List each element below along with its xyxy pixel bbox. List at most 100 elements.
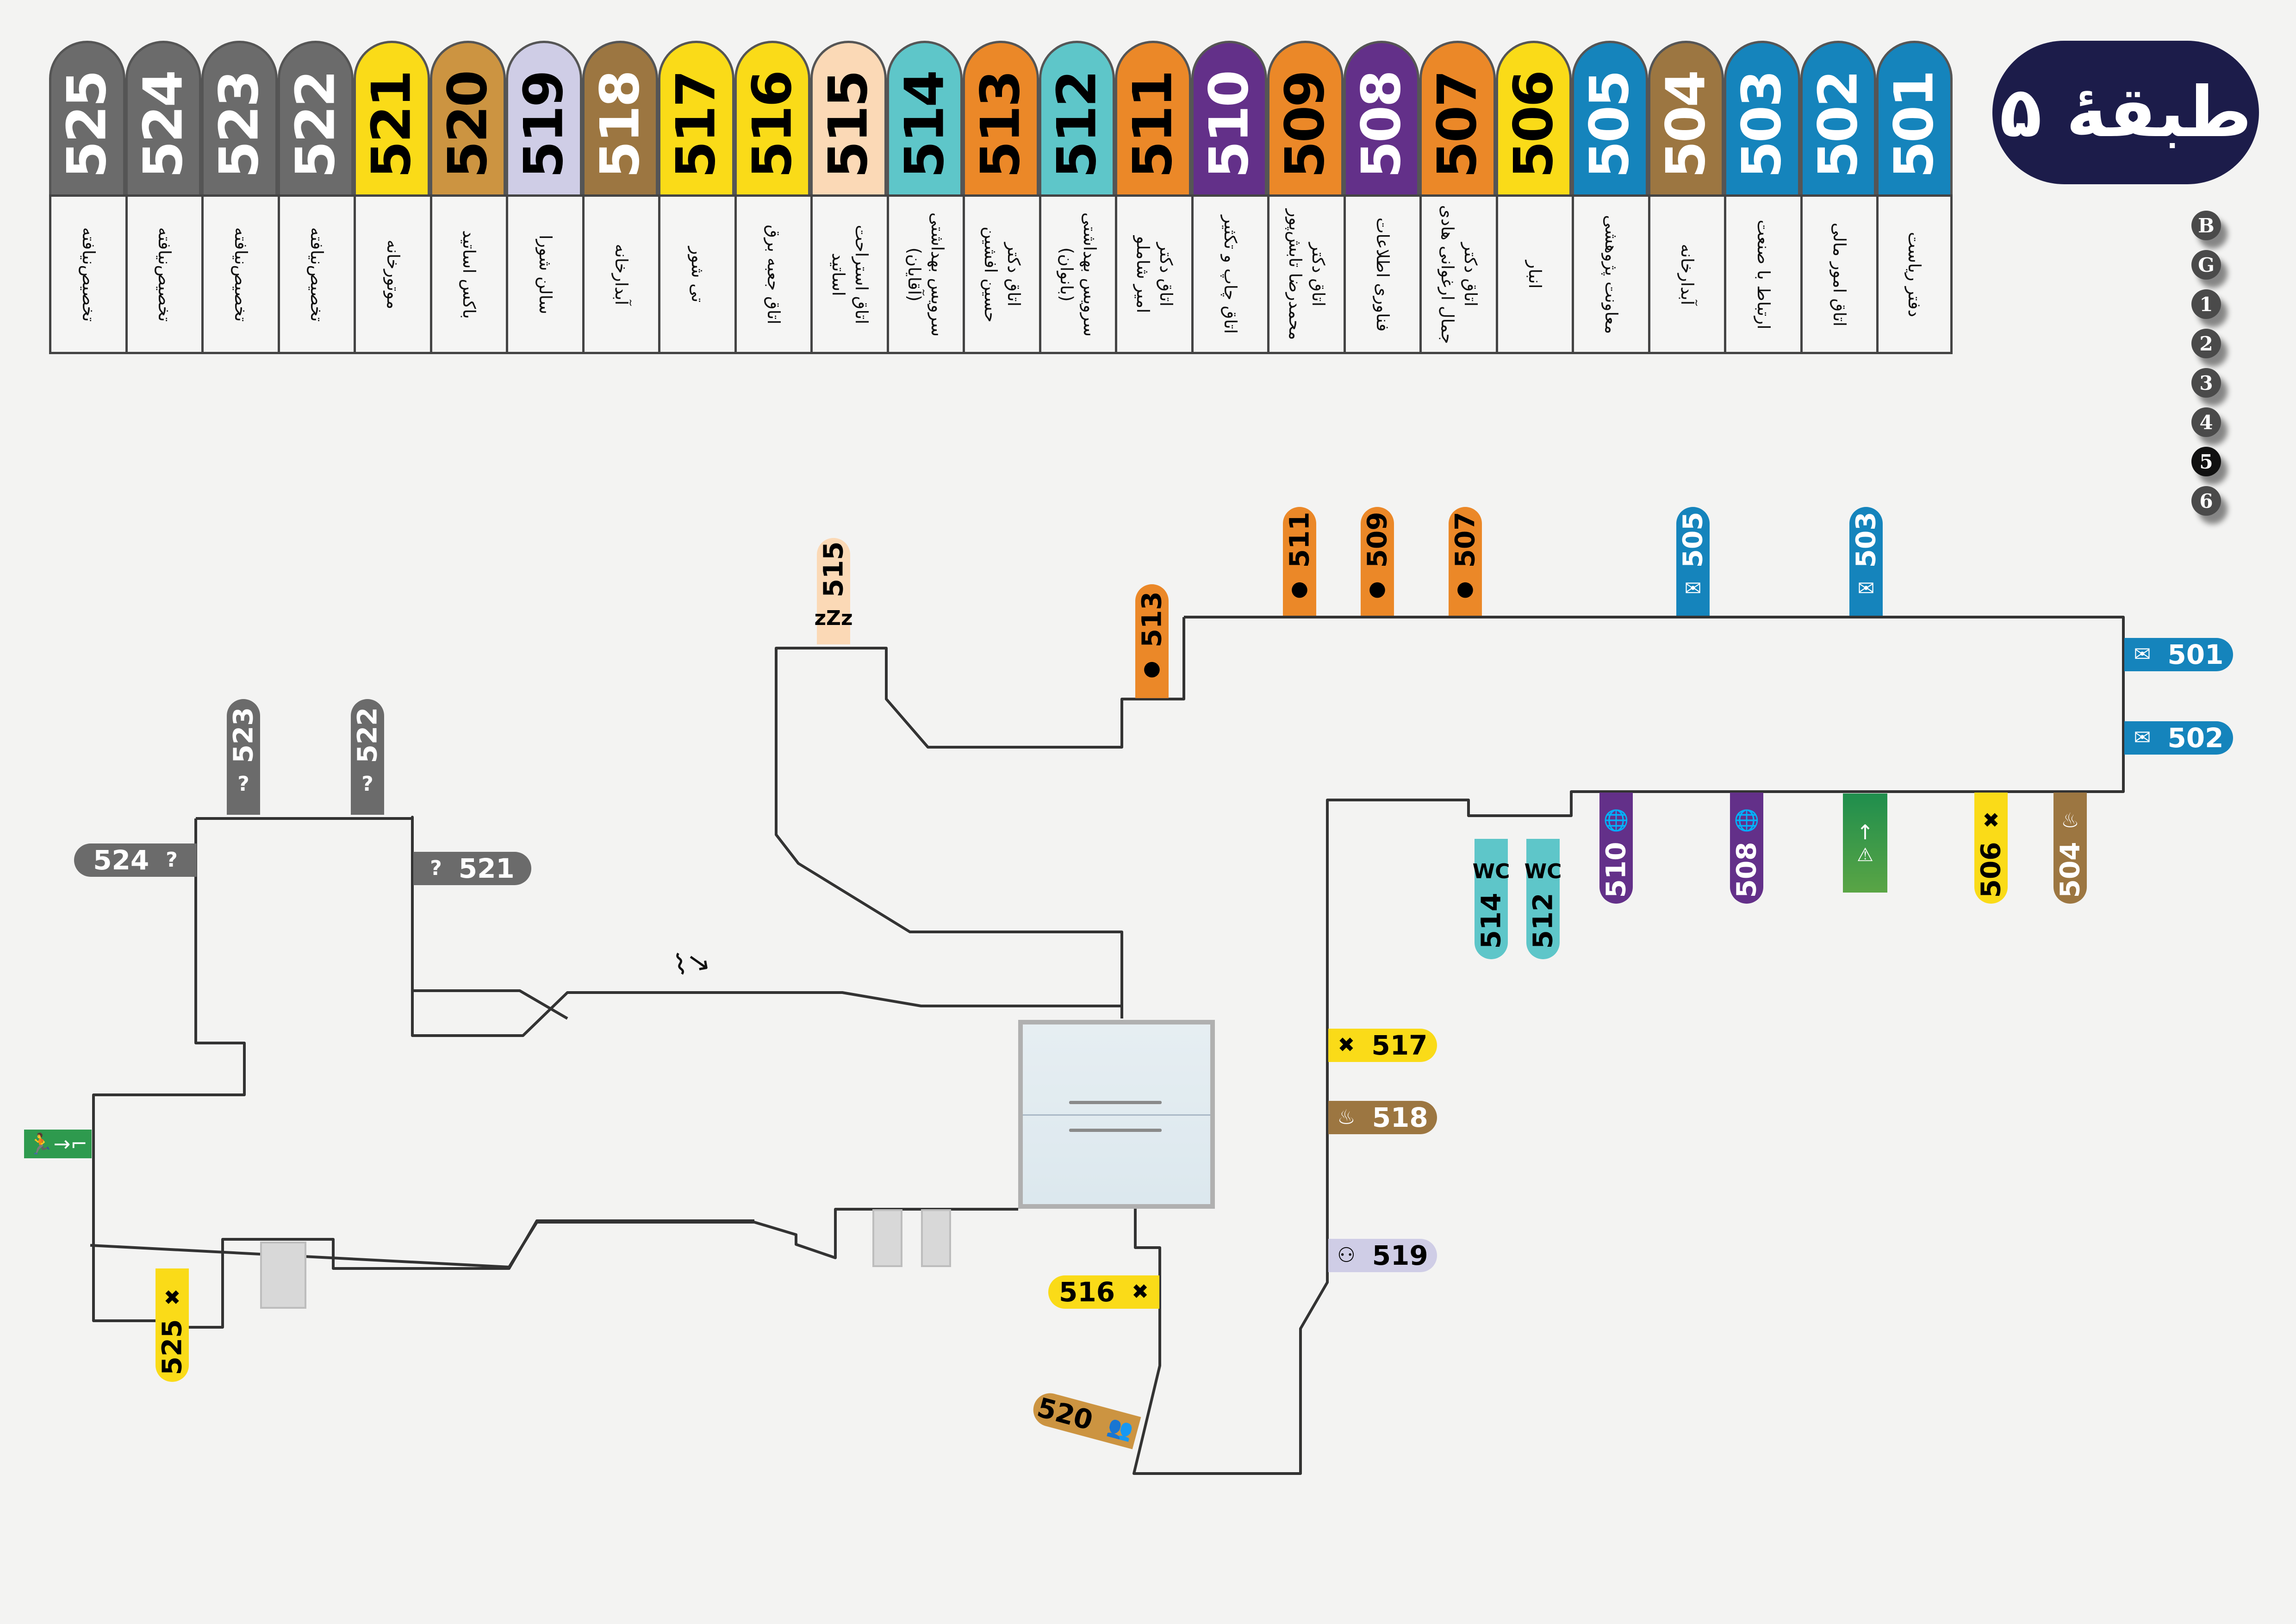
floor-button-B[interactable]: B (2191, 211, 2221, 240)
room-tag-502[interactable]: ✉502 (2124, 721, 2233, 755)
room-tag-513[interactable]: 513● (1135, 584, 1169, 698)
room-tag-522[interactable]: 522? (351, 699, 384, 815)
wall-upper-block (775, 617, 1185, 1018)
legend-room-label-cell: اتاق چاپ و تکثیر (1191, 194, 1267, 354)
legend-room-number-tab: 524 (125, 41, 201, 194)
room-tag-508[interactable]: 🌐508 (1730, 793, 1763, 904)
legend-room-label-cell: اتاق دکتر جمال ارغوانی هادی (1419, 194, 1496, 354)
wall-right-wing (1132, 616, 2125, 1475)
legend-room-number-tab: 506 (1495, 41, 1572, 194)
meeting-icon: ⚇ (1337, 1243, 1356, 1267)
room-tag-518[interactable]: ♨518 (1328, 1101, 1437, 1134)
legend-room-label-cell: فناوری اطلاعات (1343, 194, 1419, 354)
legend-room-label-cell: اتاق امور مالی (1800, 194, 1876, 354)
elevator-handle (1069, 1101, 1162, 1104)
room-tag-523[interactable]: 523? (227, 699, 260, 815)
legend-room-label-cell: اتاق دکتر امیر شاملو (1115, 194, 1191, 354)
room-tag-number: 513 (1136, 591, 1168, 648)
room-tag-511[interactable]: 511 ● (1283, 507, 1316, 616)
legend-room-label-cell: سرویس بهداشتی (آقایان) (886, 194, 963, 354)
legend-room-number-tab: 505 (1572, 41, 1648, 194)
legend-room-number-tab: 517 (658, 41, 734, 194)
legend-room-label-cell: اتاق استراحت اساتید (810, 194, 887, 354)
legend-room-number-tab: 522 (277, 41, 354, 194)
pot-icon: ♨ (2061, 809, 2079, 832)
room-tag-number: 506 (1975, 842, 2007, 898)
room-tag-number: 519 (1372, 1240, 1428, 1271)
legend-room-number-tab: 504 (1648, 41, 1724, 194)
floor-button-1[interactable]: 1 (2191, 289, 2221, 319)
room-tag-number: 504 (2054, 842, 2086, 898)
person-icon: ● (1290, 576, 1309, 600)
room-tag-number: 510 (1600, 842, 1632, 898)
legend-room-label-cell: دفتر ریاست (1876, 194, 1953, 354)
floor-button-5[interactable]: 5 (2191, 447, 2221, 476)
legend-room-label-cell: سالن شورا (506, 194, 582, 354)
room-tag-519[interactable]: ⚇ 519 (1328, 1239, 1437, 1272)
tools-icon: ✖ (1982, 809, 2000, 832)
group-icon: 👥 (1105, 1414, 1136, 1443)
legend-room-number-tab: 516 (734, 41, 810, 194)
emergency-exit-sign: 🏃→⌐ (24, 1130, 92, 1158)
room-tag-509[interactable]: 509● (1361, 507, 1394, 616)
legend-room-number-tab: 509 (1267, 41, 1344, 194)
room-tag-number: 511 (1284, 511, 1316, 568)
room-tag-number: 515 (818, 541, 850, 598)
room-tag-503[interactable]: 503✉ (1849, 507, 1883, 616)
sleep-icon: zZz (814, 606, 853, 630)
legend-room-label-cell: آبدارخانه (582, 194, 658, 354)
room-tag-number: 522 (352, 707, 384, 763)
legend-room-number-tab: 502 (1800, 41, 1876, 194)
room-tag-506[interactable]: ✖ 506 (1974, 793, 2008, 904)
legend-room-number-tab: 519 (506, 41, 582, 194)
legend-room-label-cell: تخصیص‌نیافته (49, 194, 125, 354)
room-tag-501[interactable]: ✉501 (2124, 638, 2233, 671)
emergency-stairs-sign: ↑⚠ (1843, 793, 1887, 893)
room-tag-507[interactable]: 507● (1449, 507, 1482, 616)
room-tag-number: 518 (1372, 1102, 1428, 1133)
mail-icon: ✉ (1684, 576, 1702, 600)
floor-button-4[interactable]: 4 (2191, 407, 2221, 437)
tools-icon: ✖ (1338, 1033, 1355, 1057)
legend-room-number-tab: 507 (1419, 41, 1496, 194)
room-tag-525[interactable]: ✖525 (156, 1268, 189, 1382)
room-tag-517[interactable]: ✖517 (1328, 1029, 1437, 1062)
legend-room-number-tab: 523 (201, 41, 278, 194)
legend-room-number-tab: 514 (886, 41, 963, 194)
room-tag-number: 512 (1527, 893, 1559, 949)
room-tag-504[interactable]: ♨ 504 (2053, 793, 2087, 904)
floor-button-6[interactable]: 6 (2191, 486, 2221, 516)
legend-room-number-tab: 520 (429, 41, 506, 194)
elevator-handle (1069, 1129, 1162, 1132)
wall-left-block (411, 816, 568, 1020)
room-tag-524[interactable]: 524? (74, 843, 197, 877)
room-tag-number: 524 (93, 844, 149, 876)
floor-button-2[interactable]: 2 (2191, 329, 2221, 358)
floor-button-G[interactable]: G (2191, 250, 2221, 280)
room-tag-516[interactable]: 516✖ (1048, 1275, 1159, 1309)
mail-icon: ✉ (2134, 643, 2151, 666)
room-tag-515[interactable]: 515 zZz (814, 538, 853, 644)
exit-icon: 🏃→⌐ (28, 1132, 88, 1156)
legend-room-number-tab: 510 (1191, 41, 1267, 194)
room-tag-505[interactable]: 505✉ (1676, 507, 1710, 616)
floor-button-3[interactable]: 3 (2191, 368, 2221, 398)
room-tag-number: 502 (2167, 722, 2224, 754)
room-tag-521[interactable]: ?521 (413, 852, 531, 885)
room-tag-510[interactable]: 🌐510 (1599, 793, 1633, 904)
room-tag-number: 503 (1850, 511, 1882, 568)
